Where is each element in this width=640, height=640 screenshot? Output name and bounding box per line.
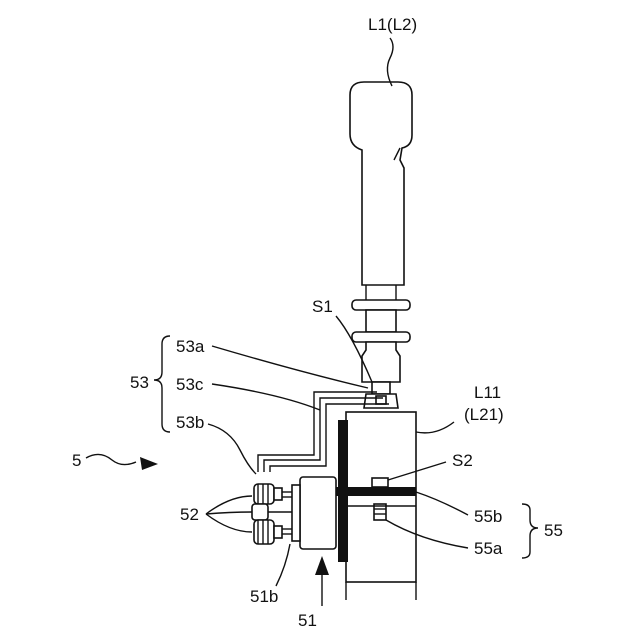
label-51b: 51b <box>250 587 278 606</box>
label-51: 51 <box>298 611 317 630</box>
connectors-52 <box>252 484 292 544</box>
block-l11 <box>336 412 416 600</box>
label-s1: S1 <box>312 297 333 316</box>
label-5: 5 <box>72 451 81 470</box>
label-l1: L1(L2) <box>368 15 417 34</box>
label-55b: 55b <box>474 507 502 526</box>
label-53a: 53a <box>176 337 205 356</box>
label-l21: (L21) <box>464 405 504 424</box>
label-53c: 53c <box>176 375 204 394</box>
lamp-l1 <box>350 82 412 408</box>
label-s2: S2 <box>452 451 473 470</box>
label-53b: 53b <box>176 413 204 432</box>
label-l11: L11 <box>474 383 501 402</box>
block-51 <box>292 477 336 549</box>
label-52: 52 <box>180 505 199 524</box>
label-55: 55 <box>544 521 563 540</box>
label-55a: 55a <box>474 539 503 558</box>
label-53: 53 <box>130 373 149 392</box>
